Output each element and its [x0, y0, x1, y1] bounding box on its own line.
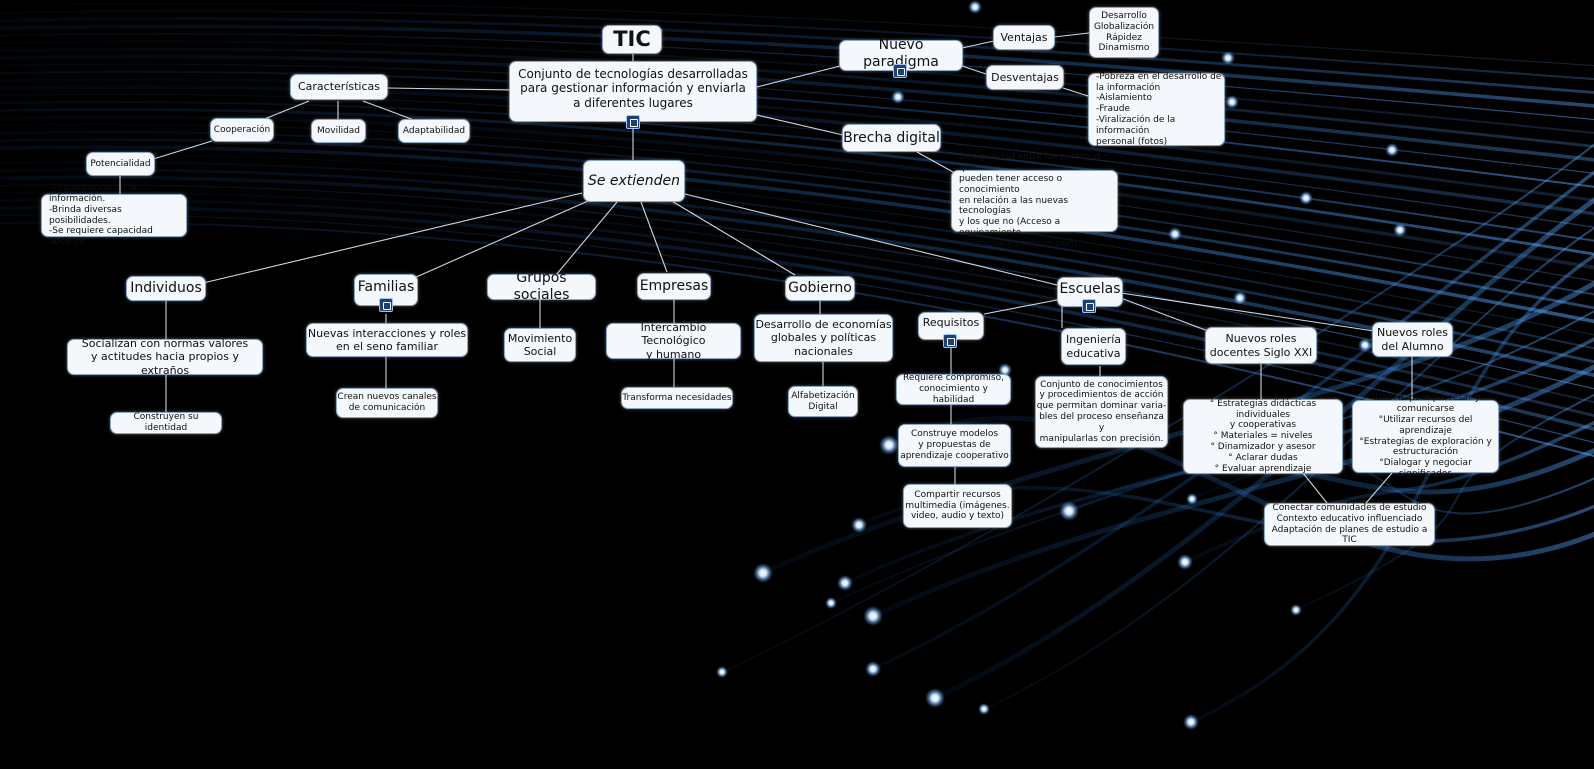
node-requisito-3[interactable]: Compartir recursos multimedia (imágenes.… [903, 484, 1012, 528]
node-intercambio[interactable]: Intercambio Tecnológico y humano [606, 323, 741, 359]
node-roles-alumno[interactable]: Nuevos roles del Alumno [1372, 322, 1453, 357]
node-gobierno[interactable]: Gobierno [785, 276, 855, 301]
node-desventajas-detalle[interactable]: -Pobreza en el desarrollo de la informac… [1088, 73, 1225, 146]
node-caracteristicas[interactable]: Características [290, 74, 388, 100]
node-cooperacion[interactable]: Cooperación [210, 118, 274, 142]
note-icon[interactable] [1082, 299, 1096, 313]
node-ingenieria-detalle[interactable]: Conjunto de conocimientos y procedimient… [1035, 376, 1168, 448]
node-alfabetizacion[interactable]: Alfabetización Digital [788, 386, 858, 417]
node-roles-docentes[interactable]: Nuevos roles docentes Siglo XXI [1205, 327, 1317, 364]
node-grupos-sociales[interactable]: Grupos sociales [487, 274, 596, 300]
node-definicion[interactable]: Conjunto de tecnologías desarrolladas pa… [509, 61, 757, 122]
node-requisito-1[interactable]: Requiere compromiso, conocimiento y habi… [896, 374, 1011, 405]
node-se-extienden[interactable]: Se extienden [583, 160, 685, 202]
node-ingenieria[interactable]: Ingeniería educativa [1061, 328, 1126, 365]
image-icon[interactable] [626, 115, 640, 129]
node-ventajas[interactable]: Ventajas [993, 25, 1055, 50]
node-economias[interactable]: Desarrollo de economías globales y polít… [754, 314, 893, 362]
node-movimiento-social[interactable]: Movimiento Social [504, 328, 576, 362]
node-transforma[interactable]: Transforma necesidades [621, 387, 733, 409]
node-desventajas[interactable]: Desventajas [986, 65, 1064, 90]
node-empresas[interactable]: Empresas [637, 273, 711, 300]
node-conectar[interactable]: Conectar comunidades de estudio Contexto… [1264, 503, 1435, 546]
node-brecha-digital[interactable]: Brecha digital [842, 124, 941, 152]
node-individuos[interactable]: Individuos [126, 276, 206, 301]
node-potencialidad-detalle[interactable]: -Organización de la información. -Brinda… [41, 194, 187, 237]
node-movilidad[interactable]: Movilidad [311, 119, 366, 143]
note-icon[interactable] [893, 64, 907, 78]
note-icon[interactable] [379, 298, 393, 312]
node-individuos-detalle[interactable]: Socializan con normas valores y actitude… [67, 339, 263, 375]
node-ventajas-detalle[interactable]: Desarrollo Globalización Rápidez Dinamis… [1089, 7, 1159, 58]
node-potencialidad[interactable]: Potencialidad [86, 152, 155, 176]
node-brecha-detalle[interactable]: Desigualdad entre las personas que puede… [951, 170, 1118, 232]
node-requisito-2[interactable]: Construye modelos y propuestas de aprend… [898, 424, 1011, 467]
node-roles-docentes-detalle[interactable]: ° Estrategias didácticas individuales y … [1183, 399, 1343, 474]
node-familias-detalle[interactable]: Nuevas interacciones y roles en el seno … [306, 323, 468, 357]
node-adaptabilidad[interactable]: Adaptabilidad [398, 119, 470, 143]
node-canales[interactable]: Crean nuevos canales de comunicación [336, 388, 438, 418]
note-icon[interactable] [943, 334, 957, 348]
node-tic[interactable]: TIC [602, 25, 662, 54]
node-identidad[interactable]: Construyen su identidad [110, 412, 222, 434]
node-roles-alumno-detalle[interactable]: °UsoTIC para procesar y comunicarse °Uti… [1352, 400, 1499, 473]
